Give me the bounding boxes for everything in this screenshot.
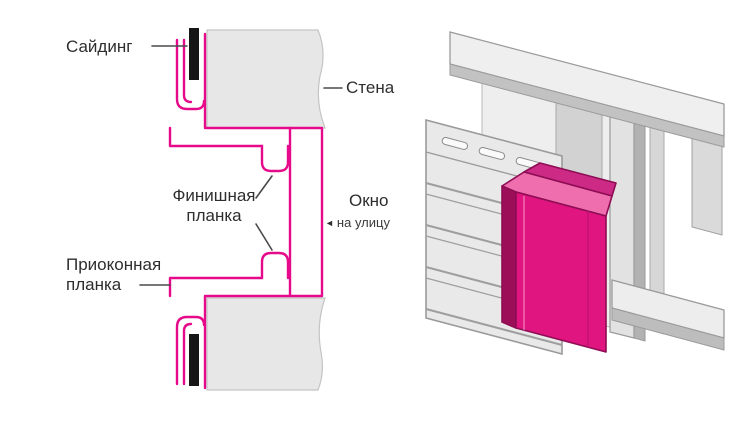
- bottom-frame-board: [611, 279, 725, 351]
- leader-finish-strip-up: [255, 175, 273, 199]
- trim-front-face: [515, 191, 607, 353]
- label-window: Окно: [349, 191, 389, 210]
- leader-lines: [139, 45, 343, 286]
- near-window-trim-3d: [501, 162, 617, 353]
- siding-panel-section-top: [189, 28, 199, 80]
- label-to-street-text: на улицу: [336, 215, 390, 230]
- trim-left-return: [501, 185, 517, 329]
- wall-block-top: [206, 29, 326, 129]
- illustration-3d: [425, 31, 725, 356]
- siding-panel-section-bottom: [189, 334, 199, 386]
- finish-strip-channel-top: [168, 126, 264, 148]
- label-siding: Сайдинг: [66, 37, 133, 56]
- j-channel-bottom-outer: [175, 315, 206, 386]
- label-wall: Стена: [346, 78, 395, 97]
- label-finish-strip-line1: Финишная: [172, 186, 256, 205]
- near-window-hook-bottom: [260, 251, 290, 280]
- j-channel-bottom-inner: [182, 322, 193, 386]
- top-frame-board: [449, 31, 725, 148]
- trim-profile-lines: [168, 32, 324, 390]
- finish-strip-hook-top: [260, 144, 290, 173]
- label-near-window-strip: Приоконная планка: [66, 255, 161, 296]
- top-frame-board-thickness: [449, 63, 725, 148]
- label-near-window-strip-line2: планка: [66, 275, 122, 295]
- wall-block-bottom: [206, 297, 326, 391]
- j-channel-top-inner: [182, 38, 193, 104]
- label-near-window-strip-line1: Приоконная: [66, 255, 162, 274]
- label-to-street: ◄на улицу: [325, 215, 390, 231]
- nail-slot: [441, 137, 469, 150]
- near-window-channel-bottom: [168, 276, 264, 298]
- bottom-frame-board-thickness: [611, 307, 725, 351]
- j-channel-top-outer: [175, 38, 206, 111]
- label-finish-strip-line2: планка: [186, 206, 242, 226]
- cross-section-diagram: [139, 28, 343, 391]
- label-finish-strip: Финишная планка: [156, 186, 272, 227]
- nail-slot: [478, 147, 506, 160]
- wall-window-outline: [203, 32, 324, 390]
- leader-finish-strip-down: [255, 223, 273, 251]
- left-arrow-icon: ◄: [325, 218, 334, 228]
